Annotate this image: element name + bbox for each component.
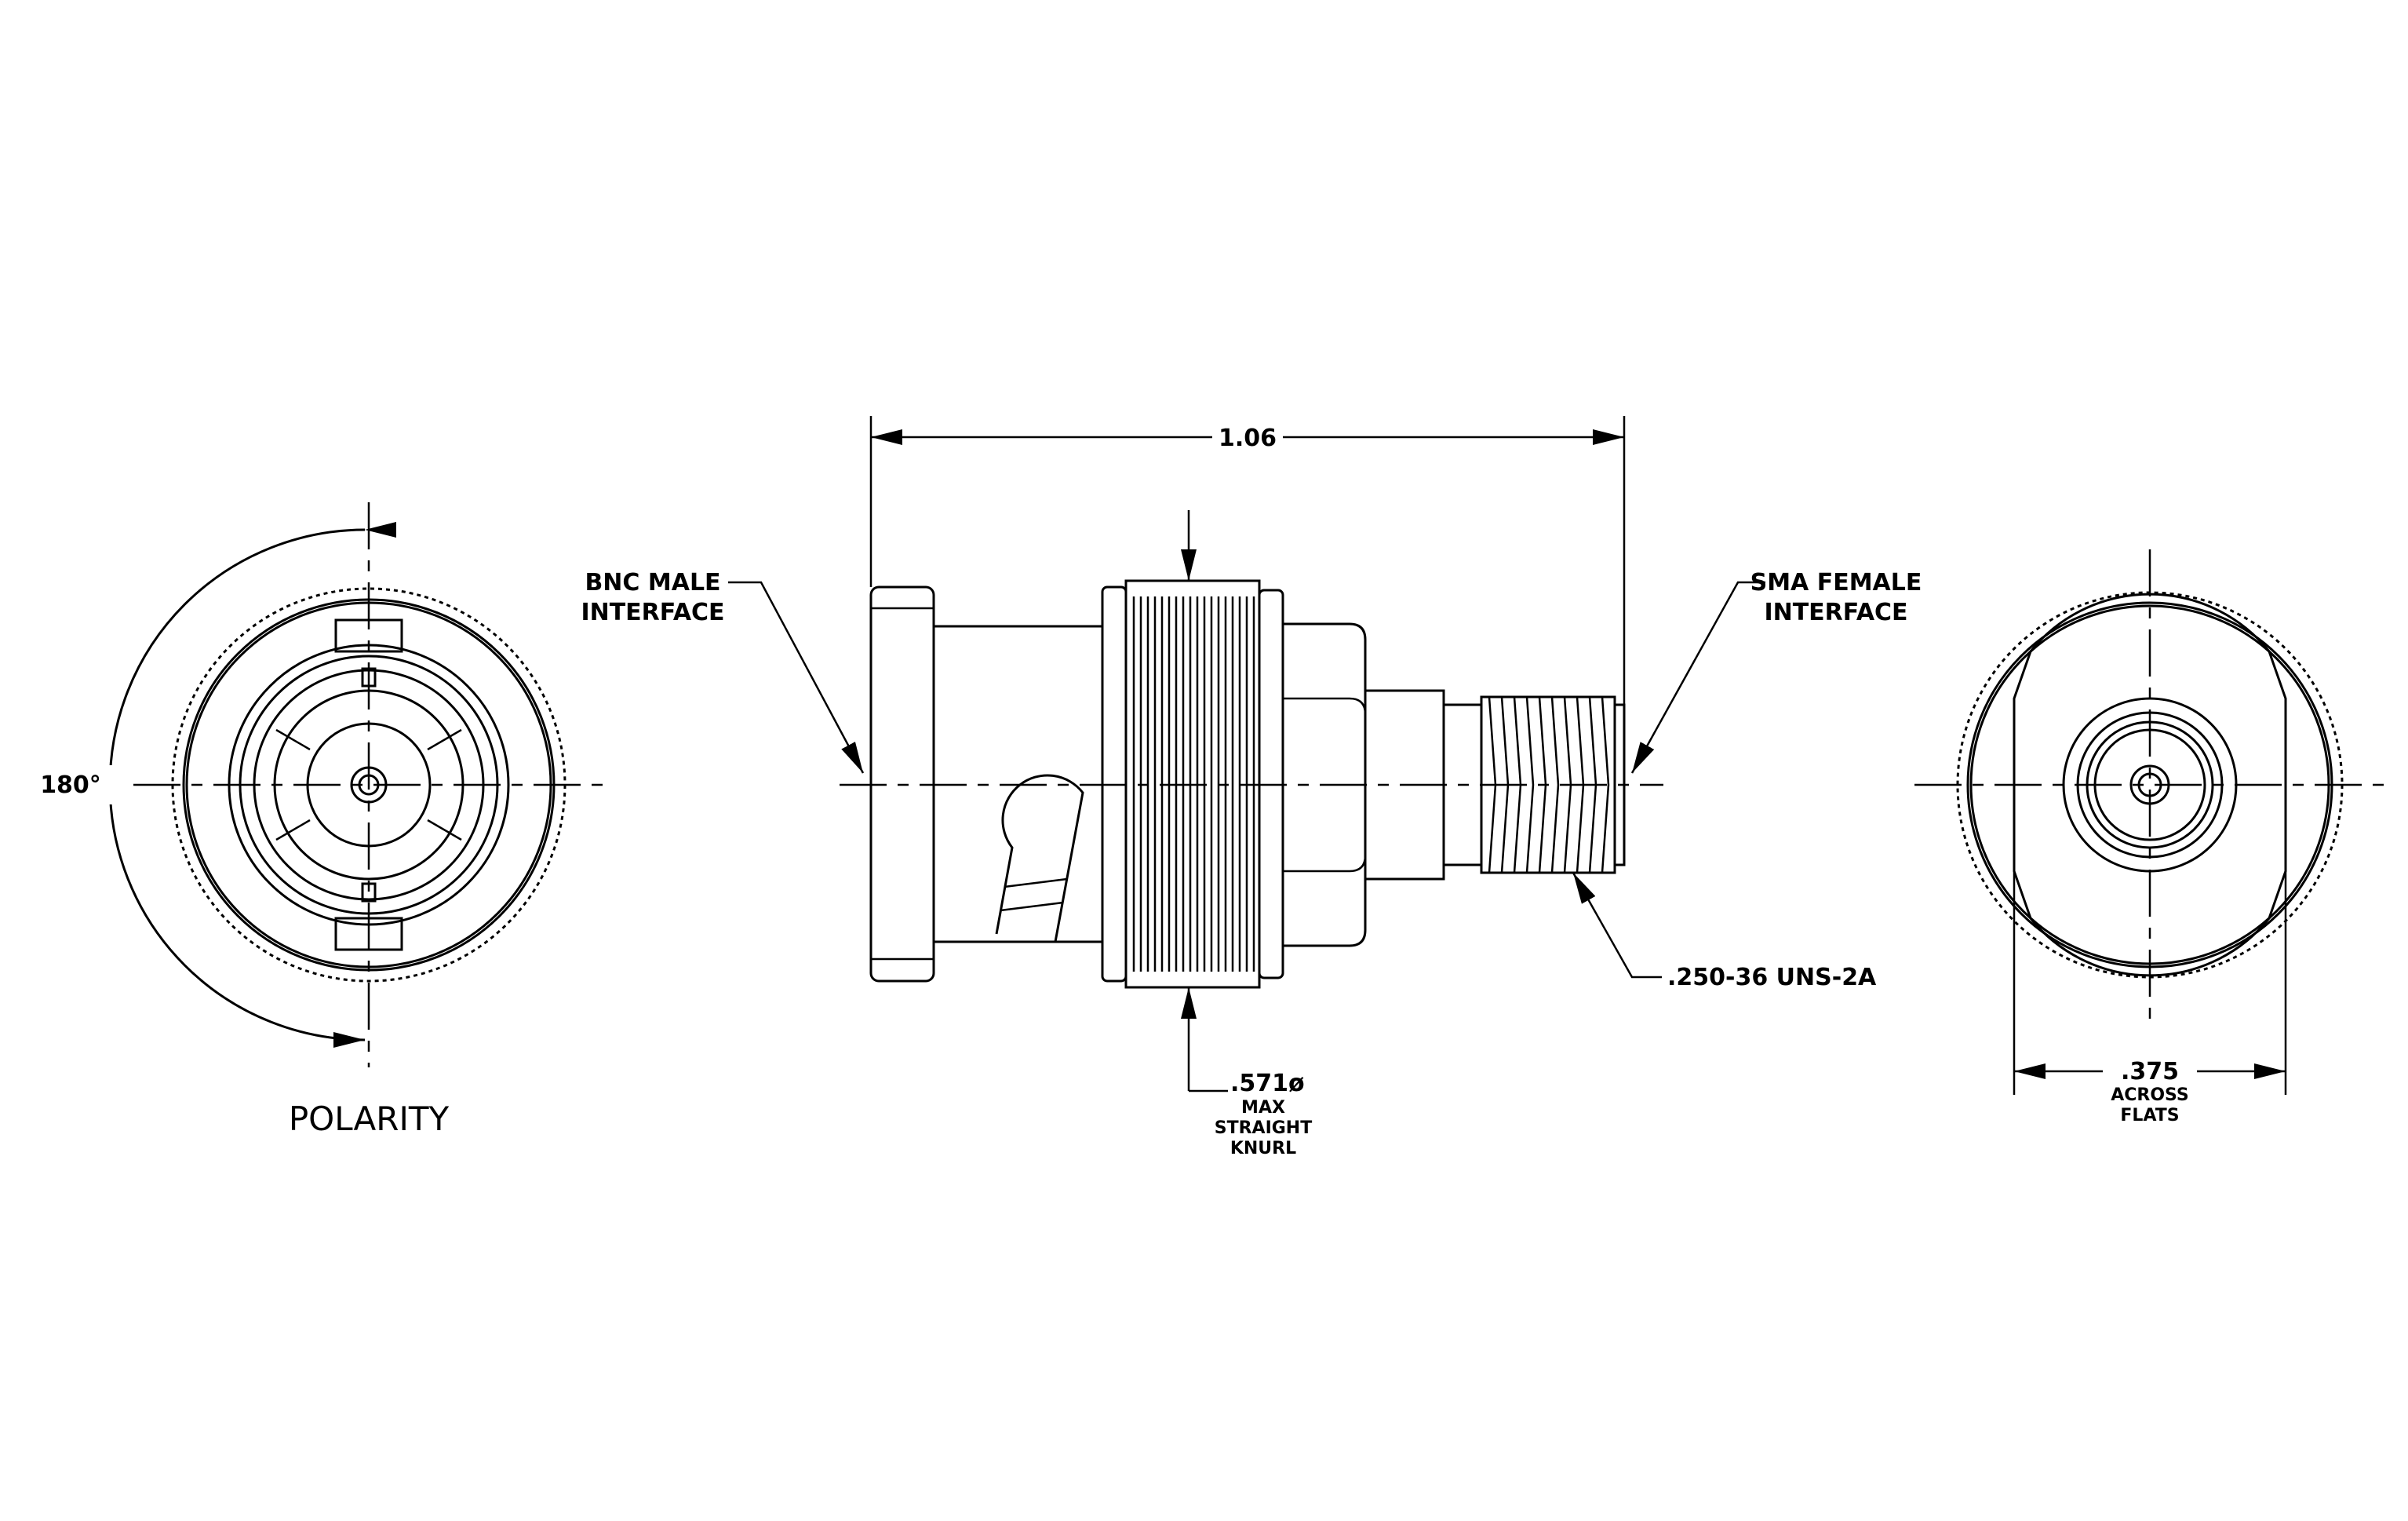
side-view: 1.06 .571ø MAX STRAIGHT KNURL BNC MALE I… [581, 416, 1922, 1158]
thread-spec: .250-36 UNS-2A [1667, 964, 1877, 991]
knurl-knurl: KNURL [1230, 1139, 1296, 1158]
sma-callout-line1: SMA FEMALE [1750, 569, 1922, 596]
bnc-callout-line1: BNC MALE [585, 569, 720, 596]
overall-length-dimension: 1.06 [1219, 425, 1277, 452]
sma-end-view: .375 ACROSS FLATS [1914, 549, 2385, 1125]
across-flats-dimension: .375 [2121, 1058, 2179, 1085]
polarity-label: POLARITY [289, 1100, 450, 1138]
across-flats-across: ACROSS [2111, 1085, 2189, 1105]
bnc-callout-line2: INTERFACE [581, 599, 724, 626]
across-flats-flats: FLATS [2120, 1106, 2179, 1125]
bnc-end-view: 180° POLARITY [31, 502, 604, 1138]
knurl-max: MAX [1241, 1098, 1285, 1118]
knurl-straight: STRAIGHT [1215, 1118, 1312, 1138]
knurl-diameter: .571ø [1230, 1070, 1305, 1097]
sma-callout-line2: INTERFACE [1764, 599, 1907, 626]
angle-label: 180° [40, 771, 101, 799]
